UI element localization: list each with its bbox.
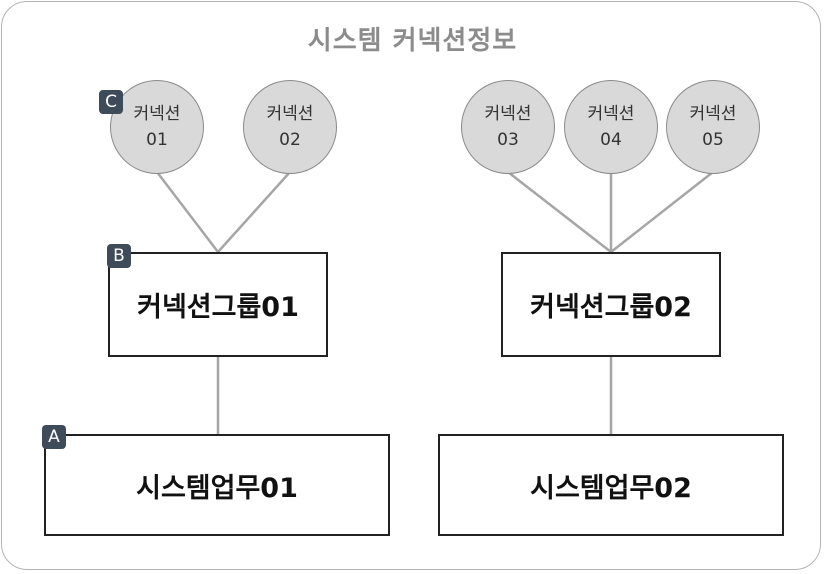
system-task-label: 시스템업무01 bbox=[136, 472, 298, 504]
edge-conn01-group01 bbox=[156, 171, 219, 253]
connection-number: 02 bbox=[279, 130, 301, 150]
connection-label: 커넥션 bbox=[587, 104, 635, 124]
diagram-title: 시스템 커넥션정보 bbox=[307, 26, 518, 56]
connection-number: 01 bbox=[146, 130, 168, 150]
connection-group-label: 커넥션그룹02 bbox=[530, 292, 692, 323]
system-task-02-box[interactable]: 시스템업무02 bbox=[438, 434, 784, 536]
connection-number: 03 bbox=[497, 130, 519, 150]
connection-group-02-box[interactable]: 커넥션그룹02 bbox=[501, 252, 721, 357]
badge-a: A bbox=[42, 425, 66, 449]
connection-node-04[interactable]: 커넥션 04 bbox=[564, 80, 658, 174]
system-task-label: 시스템업무02 bbox=[530, 472, 692, 504]
edge-conn02-group01 bbox=[217, 171, 291, 253]
connection-node-02[interactable]: 커넥션 02 bbox=[243, 80, 337, 174]
edge-conn03-group02 bbox=[507, 171, 612, 253]
connection-node-01[interactable]: 커넥션 01 bbox=[110, 80, 204, 174]
connection-label: 커넥션 bbox=[484, 104, 532, 124]
connection-label: 커넥션 bbox=[689, 104, 737, 124]
badge-b: B bbox=[107, 244, 131, 268]
system-task-01-box[interactable]: 시스템업무01 bbox=[44, 434, 390, 536]
badge-c: C bbox=[99, 90, 123, 114]
connection-group-01-box[interactable]: 커넥션그룹01 bbox=[108, 252, 328, 357]
connection-label: 커넥션 bbox=[133, 104, 181, 124]
connection-label: 커넥션 bbox=[266, 104, 314, 124]
connection-number: 04 bbox=[600, 130, 622, 150]
connection-node-05[interactable]: 커넥션 05 bbox=[666, 80, 760, 174]
connection-node-03[interactable]: 커넥션 03 bbox=[461, 80, 555, 174]
connection-group-label: 커넥션그룹01 bbox=[137, 292, 299, 323]
connection-number: 05 bbox=[702, 130, 724, 150]
edge-conn05-group02 bbox=[610, 171, 714, 253]
